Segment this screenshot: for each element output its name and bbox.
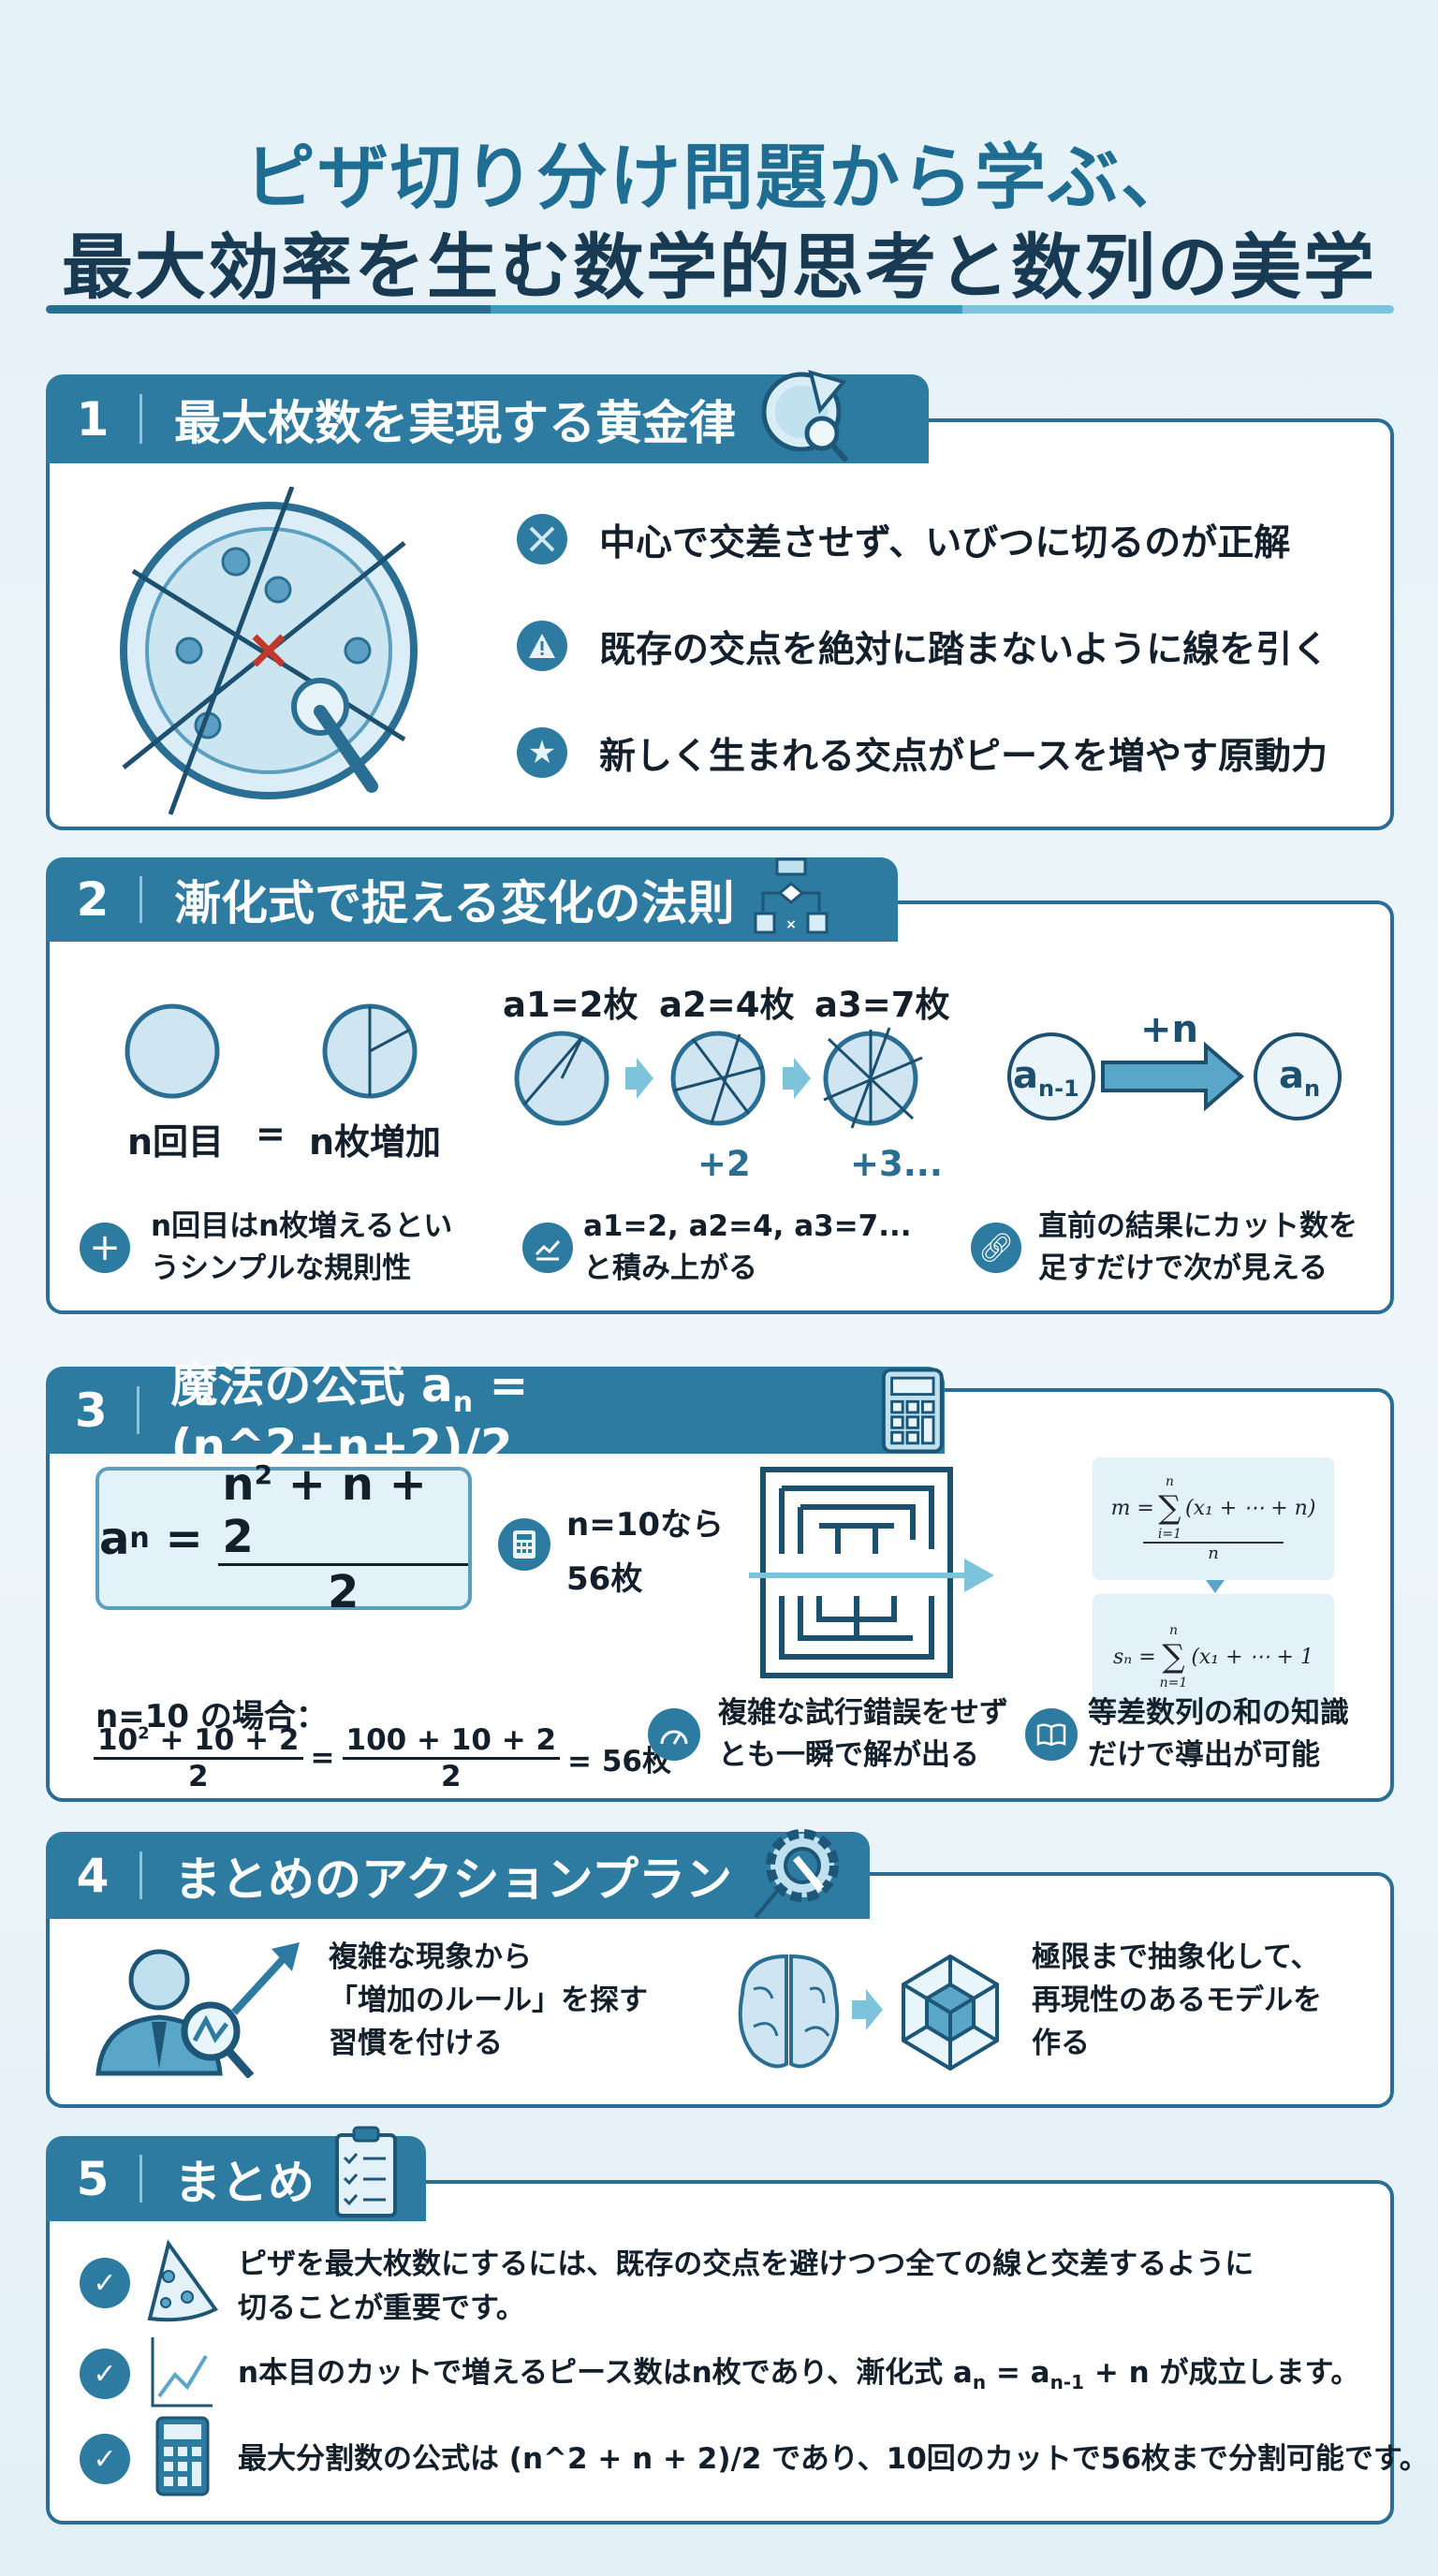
eq-sign: = [256,1113,286,1154]
no-center-cross-icon [517,514,567,564]
pizza-slice-icon [147,2239,218,2322]
title-line-2: 最大効率を生む数学的思考と数列の美学 [62,226,1376,309]
action-text-1: 複雑な現象から「増加のルール」を探す習慣を付ける [329,1940,648,2060]
bullet-text: a1=2, a2=4, a3=7...と積み上がる [583,1209,912,1285]
arrow-right-icon [852,1989,883,2030]
seq-label-a3: a3=7枚 [814,985,950,1025]
section-number: 5 [76,2151,110,2206]
recur-prev: an-1 [1013,1054,1079,1102]
title-line-1: ピザ切り分け問題から学ぶ、 [244,136,1194,219]
bullet-text: 新しく生まれる交点がピースを増やす原動力 [599,736,1328,778]
bullet-text: n回目はn枚増えるというシンプルな規則性 [151,1209,453,1285]
pizza-cut-illustration [120,487,418,815]
recur-step: +n [1140,1008,1198,1051]
section-4-header: 4 まとめのアクションプラン [46,1828,870,1919]
increment-2: +2 [697,1144,751,1184]
calculator-icon [155,2416,210,2496]
title-divider [46,305,1394,314]
section-1-header: 1 最大枚数を実現する黄金律 [46,369,929,463]
section-number: 3 [74,1383,108,1438]
svg-text:×: × [785,917,797,932]
section-number: 1 [76,391,110,446]
sigma-formula-2: sₙ =n∑n=1(x₁ + ⋯ + 1 [1093,1594,1334,1720]
bullet-text: 直前の結果にカット数を足すだけで次が見える [1038,1209,1357,1285]
section-2-header: 2 漸化式で捉える変化の法則 × [46,857,898,942]
section-number: 2 [76,872,110,927]
section-title: 魔法の公式 an = (n^2+n+2)/2 [170,1357,529,1473]
section-title: まとめ [174,2155,315,2210]
increment-3: +3... [850,1144,943,1184]
flowchart-icon: × [754,857,828,934]
brain-icon [738,1954,840,2069]
action-text-2: 極限まで抽象化して、再現性のあるモデルを作る [1032,1940,1322,2060]
section-title: まとめのアクションプラン [174,1852,732,1907]
analyst-magnifier-icon [95,1942,300,2078]
case-label: n=10 の場合： [95,1698,328,1735]
book-icon [1025,1708,1078,1761]
pizza-magnifier-icon [761,369,849,462]
calculator-icon [882,1368,945,1453]
seq-label-a1: a1=2枚 [503,985,638,1025]
trend-chart-icon [522,1222,573,1273]
eq-right-label: n枚増加 [309,1121,442,1163]
section-number: 4 [76,1848,110,1903]
warning-icon [517,621,567,671]
eq-left-label: n回目 [127,1121,225,1163]
star-icon: ★ [517,727,567,778]
recur-next: an [1279,1054,1321,1102]
link-icon: 🔗︎ [971,1222,1021,1273]
section-5-header: 5 まとめ [46,2126,426,2221]
growth-chart-icon [151,2337,213,2408]
check-icon: ✓ [80,2258,130,2308]
summary-text-1: ピザを最大枚数にするには、既存の交点を避けつつ全ての線と交差するように切ることが… [238,2247,1255,2325]
section-5-card [46,2180,1394,2525]
summary-text-3: 最大分割数の公式は (n^2 + n + 2)/2 であり、10回のカットで56… [238,2442,1429,2476]
section-title: 漸化式で捉える変化の法則 [174,876,735,930]
summary-text-2: n本目のカットで増えるピース数はn枚であり、漸化式 an = an-1 + n … [238,2356,1360,2394]
section-3-header: 3 魔法の公式 an = (n^2+n+2)/2 [46,1358,945,1473]
gear-wrench-icon [754,1828,839,1918]
bullet-text: 等差数列の和の知識だけで導出が可能 [1088,1696,1349,1772]
check-icon: ✓ [80,2434,130,2484]
speedometer-icon [648,1708,700,1761]
maze-icon [749,1467,994,1678]
checklist-icon [335,2126,397,2217]
bullet-text: 既存の交点を絶対に踏まないように線を引く [599,629,1329,671]
bullet-text: 中心で交差させず、いびつに切るのが正解 [599,522,1291,564]
check-icon: ✓ [80,2349,130,2399]
arrow-down-icon [1206,1580,1225,1593]
section-title: 最大枚数を実現する黄金律 [174,395,736,450]
sigma-formula-1: m =n∑i=1(x₁ + ⋯ + n) n [1093,1457,1334,1580]
bullet-text: 複雑な試行錯誤をせずとも一瞬で解が出る [718,1696,1008,1772]
plus-icon: + [80,1222,130,1273]
calculator-icon [498,1518,550,1571]
seq-label-a2: a2=4枚 [659,985,795,1025]
cube-icon [902,1954,999,2071]
brain-cube-icon [738,1954,999,2071]
